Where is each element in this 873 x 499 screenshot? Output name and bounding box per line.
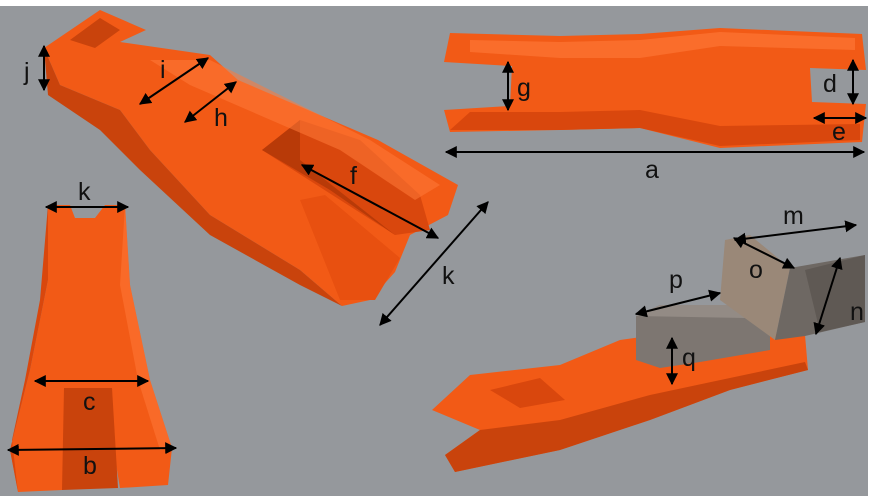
label-g: g (517, 74, 531, 102)
label-q: q (682, 344, 696, 372)
part-front-view (10, 205, 172, 492)
part-top-highlight (470, 32, 855, 58)
label-i: i (160, 56, 166, 84)
white-divider-right (868, 0, 873, 499)
label-a: a (645, 156, 659, 184)
part-front-slot (62, 388, 118, 490)
part-body-side (44, 48, 342, 306)
arrow-b (6, 442, 178, 456)
part-slot-inner (262, 120, 395, 235)
label-m: m (783, 202, 804, 230)
label-f: f (350, 162, 357, 190)
assembly-slot (490, 378, 565, 408)
label-d: d (823, 70, 837, 98)
part-front-body (10, 205, 172, 492)
part-front-side-right (120, 205, 172, 450)
label-p: p (669, 266, 683, 294)
label-e: e (832, 118, 846, 146)
label-n: n (850, 298, 864, 326)
label-k-side: k (442, 262, 455, 290)
label-h: h (214, 104, 228, 132)
arrow-n (813, 256, 843, 336)
label-o: o (749, 256, 763, 284)
part-front-side-left (10, 205, 48, 492)
part-top-view (444, 28, 866, 148)
dimension-labels: a g d e j i h f k k c b m o n p q (23, 56, 864, 480)
arrow-k-side (379, 201, 489, 326)
label-j: j (23, 58, 30, 86)
arrow-p (634, 289, 722, 318)
part-notch (70, 18, 120, 48)
white-divider-top (0, 0, 873, 6)
arrow-h (184, 81, 237, 123)
label-k-top: k (78, 178, 91, 206)
label-c: c (83, 388, 96, 416)
label-b: b (83, 452, 97, 480)
dimension-arrows (6, 44, 868, 456)
part-top-shade (450, 110, 860, 146)
assembly-orange-shade (445, 362, 808, 472)
arrow-o (732, 237, 796, 269)
arrow-i (139, 57, 209, 105)
